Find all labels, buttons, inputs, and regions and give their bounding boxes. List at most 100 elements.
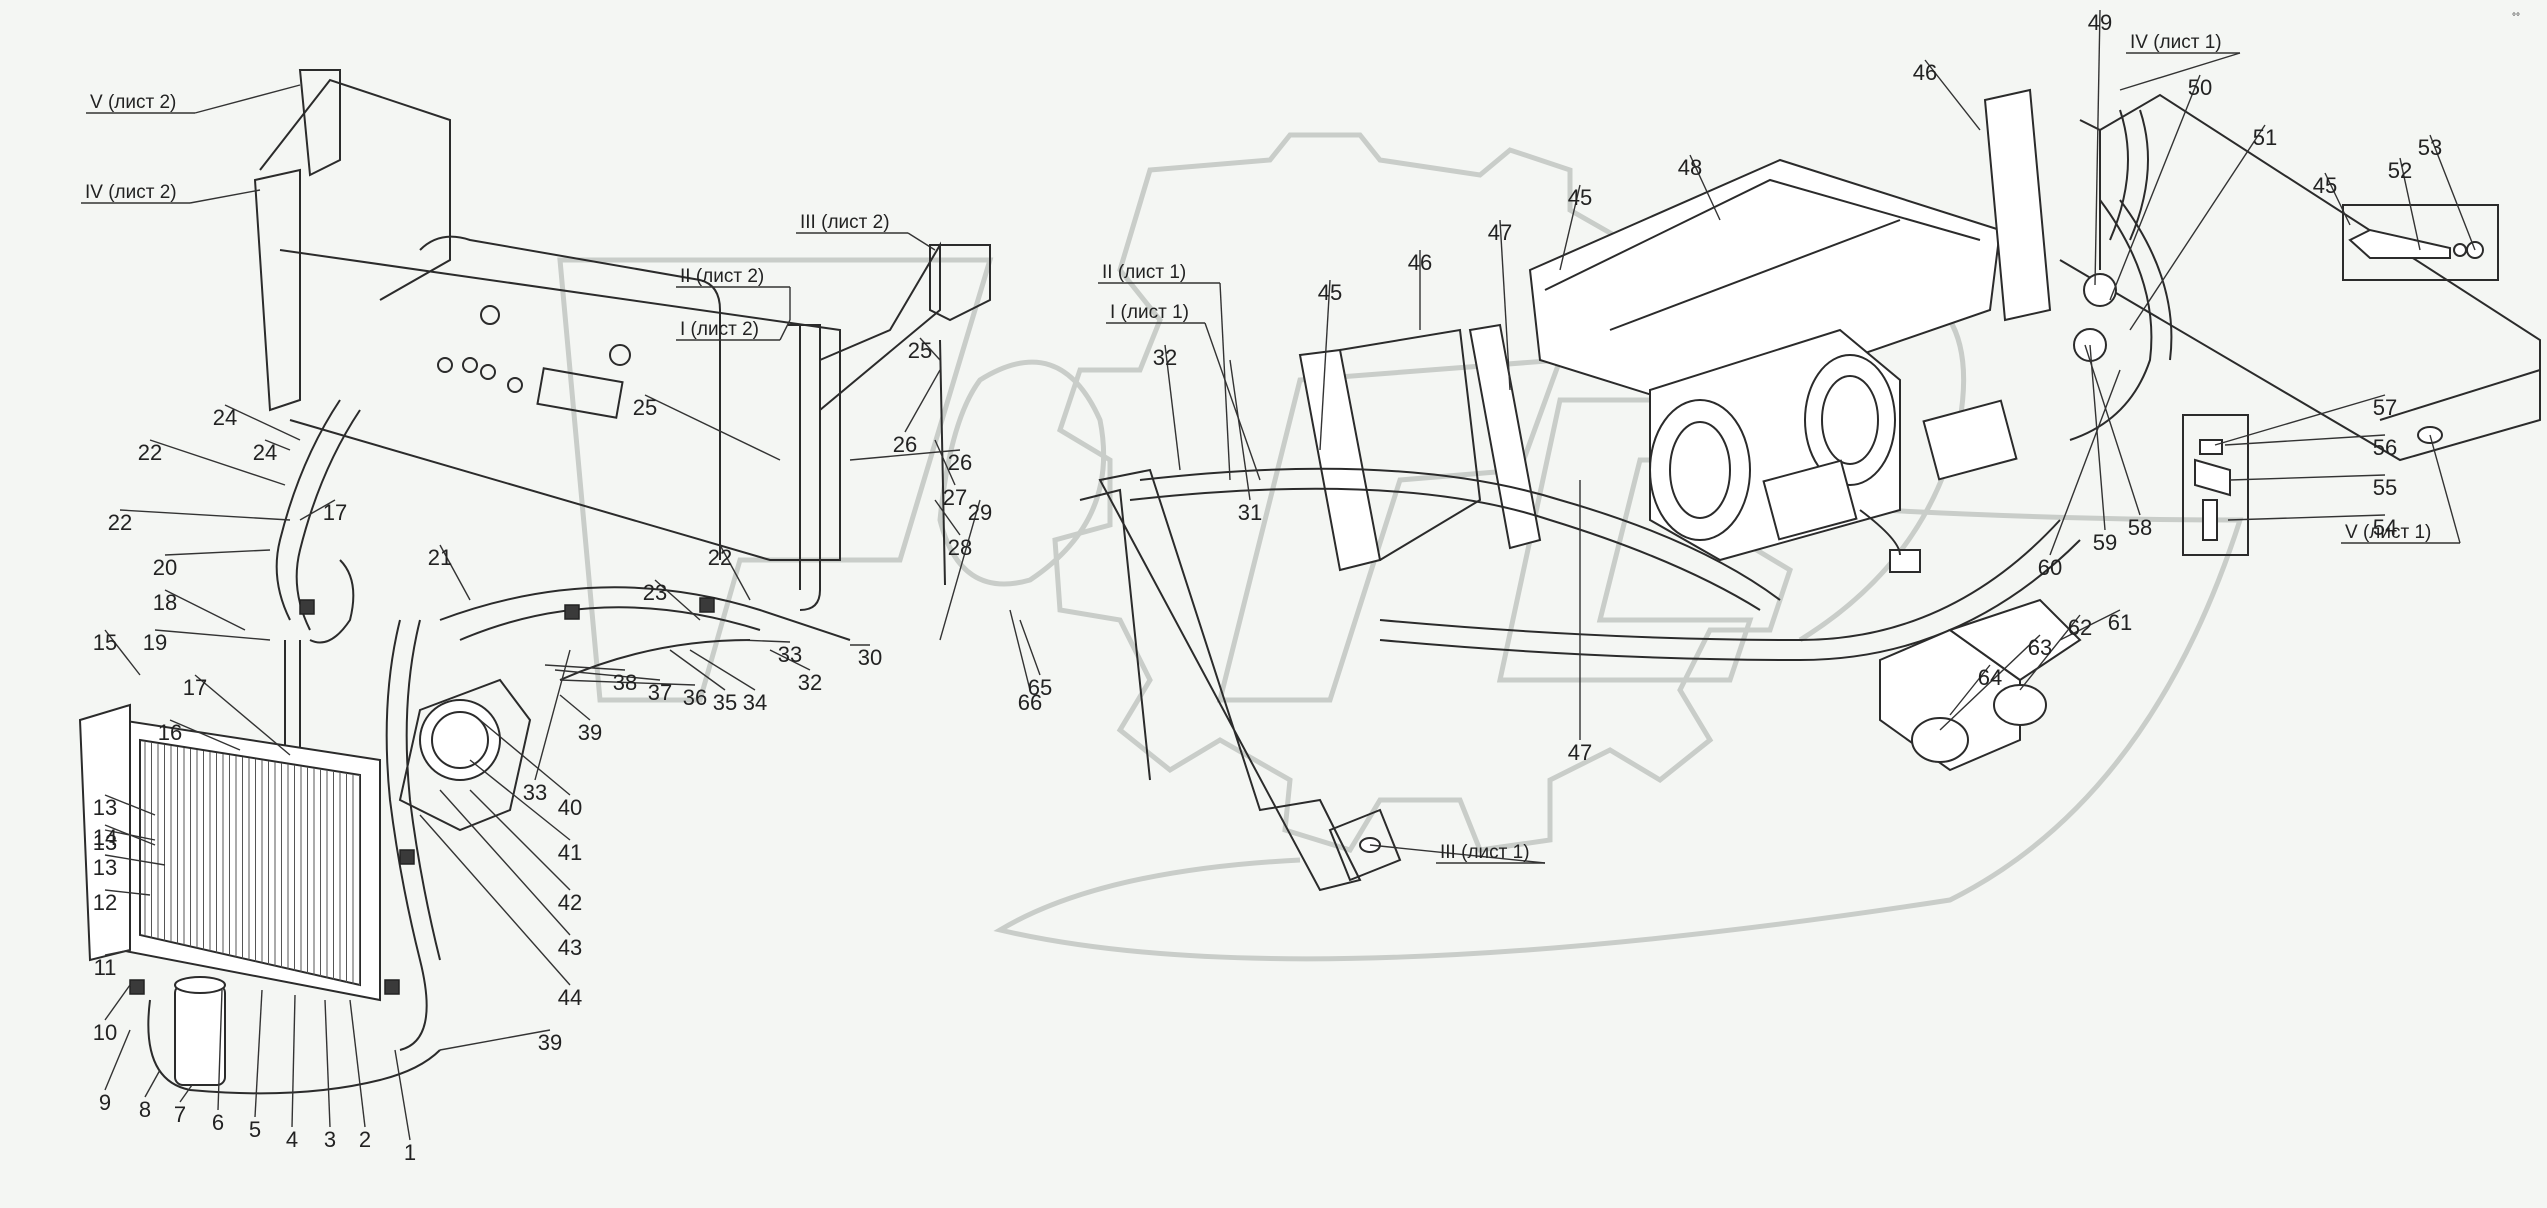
callout-12: 12 xyxy=(93,890,117,915)
callout-47: 47 xyxy=(1568,740,1592,765)
callout-5: 5 xyxy=(249,1117,261,1142)
sheet-ref-leader xyxy=(1204,322,1261,481)
callout-22: 22 xyxy=(708,545,732,570)
sheet-ref-label: V (лист 2) xyxy=(90,92,176,113)
callout-leader xyxy=(1559,184,1581,271)
callout-leader xyxy=(469,789,571,891)
callout-leader xyxy=(439,544,471,601)
callout-leader xyxy=(849,449,961,461)
left-assembly xyxy=(78,69,991,1095)
sheet-ref-label: II (лист 1) xyxy=(1102,262,1186,283)
callout-leader xyxy=(1164,344,1181,471)
callout-55: 55 xyxy=(2373,475,2397,500)
callout-leader xyxy=(179,1084,193,1103)
callout-51: 51 xyxy=(2253,125,2277,150)
callout-54: 54 xyxy=(2373,515,2397,540)
callout-leader xyxy=(291,994,296,1128)
callout-leader xyxy=(104,629,141,676)
callout-leader xyxy=(719,544,751,601)
callout-47: 47 xyxy=(1488,220,1512,245)
callout-leader xyxy=(349,999,366,1128)
callout-24: 24 xyxy=(253,440,277,465)
sheet-ref-label: III (лист 2) xyxy=(800,212,890,233)
callout-41: 41 xyxy=(558,840,582,865)
callout-leader xyxy=(2059,609,2121,641)
sheet-ref-leader xyxy=(2119,52,2241,91)
callout-leader xyxy=(144,1069,161,1098)
sheet-ref-leader xyxy=(2429,434,2461,544)
callout-leader xyxy=(254,989,263,1118)
callout-61: 61 xyxy=(2108,610,2132,635)
callout-leader xyxy=(439,1029,551,1051)
sheet-ref-label: I (лист 1) xyxy=(1110,302,1189,323)
callout-leader xyxy=(104,794,156,816)
callout-leader xyxy=(2324,172,2351,226)
sheet-ref-label: IV (лист 1) xyxy=(2130,32,2222,53)
callout-35: 35 xyxy=(713,690,737,715)
callout-45: 45 xyxy=(2313,173,2337,198)
callout-31: 31 xyxy=(1238,500,1262,525)
callout-36: 36 xyxy=(683,685,707,710)
callout-45: 45 xyxy=(1318,280,1342,305)
callout-26: 26 xyxy=(948,450,972,475)
corner-mark: °° xyxy=(2512,12,2520,23)
callout-leader xyxy=(1924,59,1981,131)
callout-leader xyxy=(104,854,166,866)
callout-53: 53 xyxy=(2418,135,2442,160)
callout-2: 2 xyxy=(359,1127,371,1152)
callout-9: 9 xyxy=(99,1090,111,1115)
callout-18: 18 xyxy=(153,590,177,615)
callout-leader xyxy=(119,509,291,521)
callout-33: 33 xyxy=(778,642,802,667)
callout-19: 19 xyxy=(143,630,167,655)
callout-leader xyxy=(934,499,961,536)
callout-39: 39 xyxy=(538,1030,562,1055)
callout-leader xyxy=(324,999,331,1128)
callout-62: 62 xyxy=(2068,615,2092,640)
callout-25: 25 xyxy=(908,338,932,363)
callout-leader xyxy=(154,629,271,641)
callout-leader xyxy=(164,549,271,556)
callout-leader xyxy=(939,499,981,641)
callout-leader xyxy=(2084,344,2141,516)
callout-leader xyxy=(419,814,571,986)
callout-24: 24 xyxy=(213,405,237,430)
callout-21: 21 xyxy=(428,545,452,570)
callout-leader xyxy=(554,669,661,681)
callout-leader xyxy=(1949,664,1991,716)
callout-leader xyxy=(104,984,131,1021)
callout-39: 39 xyxy=(578,720,602,745)
callout-30: 30 xyxy=(858,645,882,670)
callout-65: 65 xyxy=(1028,675,1052,700)
callout-22: 22 xyxy=(108,510,132,535)
callout-leader xyxy=(2229,474,2386,481)
callout-1: 1 xyxy=(404,1140,416,1165)
callout-leader xyxy=(104,1029,131,1091)
callout-13: 13 xyxy=(93,830,117,855)
callout-leader xyxy=(1019,619,1041,676)
callout-16: 16 xyxy=(158,720,182,745)
callout-23: 23 xyxy=(643,580,667,605)
callout-leader xyxy=(104,949,131,956)
callout-50: 50 xyxy=(2188,75,2212,100)
callout-15: 15 xyxy=(93,630,117,655)
sheet-ref-leader xyxy=(194,84,301,114)
callout-leader xyxy=(559,694,591,721)
callout-leader xyxy=(104,824,156,846)
callout-leader xyxy=(1319,279,1331,451)
callout-leader xyxy=(194,674,291,756)
callout-49: 49 xyxy=(2088,10,2112,35)
callout-leader xyxy=(2429,134,2476,251)
sheet-ref-label: III (лист 1) xyxy=(1440,842,1530,863)
callout-26: 26 xyxy=(893,432,917,457)
callout-leader xyxy=(439,789,571,936)
callout-leader xyxy=(2089,344,2106,531)
callout-leader xyxy=(1229,359,1251,501)
callout-leader xyxy=(2214,394,2386,446)
callout-leader xyxy=(1499,219,1511,391)
callout-leader xyxy=(164,589,246,631)
callout-46: 46 xyxy=(1408,250,1432,275)
right-assembly xyxy=(1079,88,2541,892)
callout-leader xyxy=(934,439,956,486)
